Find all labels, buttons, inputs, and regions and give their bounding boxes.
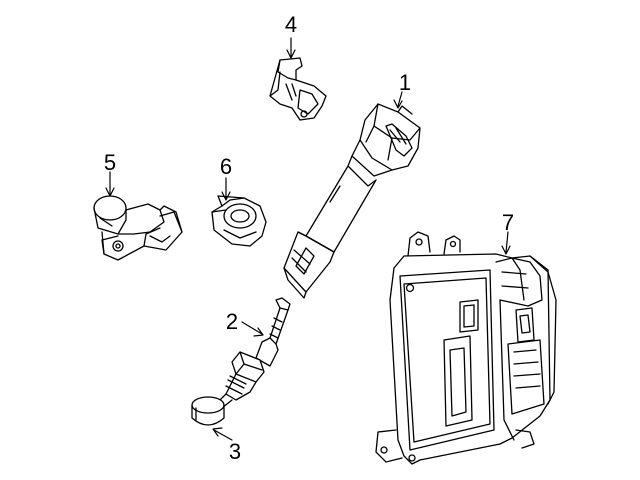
knock-sensor-drawing: [211, 195, 267, 247]
callout-3: 3: [228, 439, 242, 464]
spark-plug-drawing: [213, 297, 291, 409]
sensor-bracket-drawing: [269, 57, 327, 121]
leader-lines: [105, 37, 511, 441]
ecm-drawing: [375, 231, 557, 465]
callout-7: 7: [501, 210, 515, 235]
callout-4: 4: [284, 12, 298, 37]
callout-5: 5: [103, 150, 117, 175]
callout-2: 2: [225, 309, 239, 334]
callout-1: 1: [398, 70, 412, 95]
camshaft-sensor-drawing: [93, 195, 183, 261]
plug-cap-drawing: [191, 396, 225, 426]
callout-6: 6: [219, 154, 233, 179]
ignition-coil-drawing: [283, 103, 421, 299]
